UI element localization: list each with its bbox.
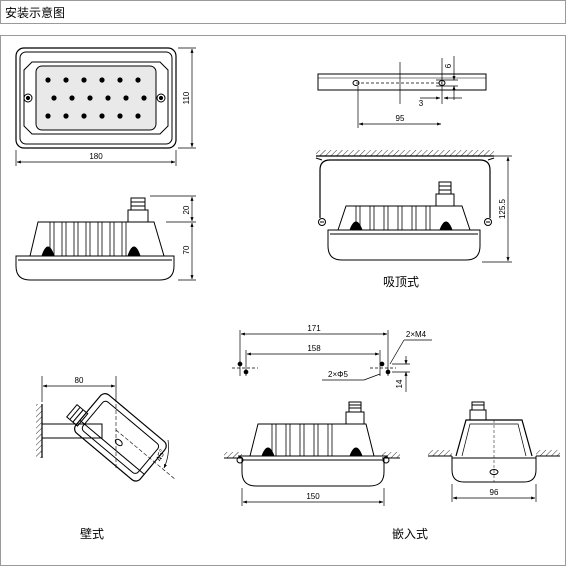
led-dot	[105, 95, 111, 101]
dim-outer-171: 171	[307, 324, 321, 333]
dim-lower-70: 70	[182, 245, 191, 254]
led-dot	[69, 95, 75, 101]
dim-spacing-95: 95	[396, 114, 405, 123]
led-dot	[81, 77, 87, 83]
dim-width-180: 180	[89, 152, 103, 161]
dim-height-110: 110	[182, 91, 191, 104]
dim-slot-6: 6	[444, 63, 453, 68]
screw-icon	[236, 456, 390, 464]
led-dot	[51, 95, 57, 101]
side-view-dims	[150, 195, 196, 281]
screw-icon	[156, 93, 166, 103]
led-dot	[117, 113, 123, 119]
mount-bracket-detail	[317, 73, 487, 91]
screw-icon	[484, 218, 492, 226]
dim-upper-20: 20	[182, 205, 191, 214]
cable-gland-icon	[435, 181, 455, 207]
cable-gland-icon	[469, 401, 487, 421]
embed-side-dims	[451, 484, 537, 502]
top-view-dims	[15, 47, 196, 166]
led-dot	[45, 113, 51, 119]
wall-dims	[41, 376, 117, 402]
label-screw-2xm4: 2×M4	[406, 330, 427, 339]
dim-side-96: 96	[490, 488, 499, 497]
header-bar: 安装示意图	[0, 0, 566, 24]
led-dot	[135, 77, 141, 83]
dim-angle-45: 45°	[154, 448, 167, 462]
embed-side-view	[428, 401, 560, 483]
led-dot	[99, 113, 105, 119]
ceiling-dims	[482, 155, 512, 263]
embed-front-dims	[241, 488, 385, 506]
led-dot	[117, 77, 123, 83]
led-dot	[141, 95, 147, 101]
screw-icon	[318, 218, 326, 226]
embed-front-view	[224, 401, 400, 487]
screw-icon	[23, 93, 33, 103]
cable-gland-icon	[66, 404, 89, 427]
dim-height-125-5: 125.5	[498, 198, 507, 219]
heat-sink-fins	[271, 424, 333, 456]
wall-mount-view	[36, 393, 177, 482]
dim-inner-158: 158	[307, 344, 321, 353]
heat-sink-fins	[49, 222, 127, 256]
dim-side-14: 14	[395, 379, 404, 388]
caption-ceiling-mount: 吸顶式	[383, 275, 419, 289]
led-dot	[123, 95, 129, 101]
ceiling-mount-view	[315, 150, 495, 261]
top-view-fixture	[15, 47, 177, 149]
side-view-fixture	[15, 197, 175, 281]
page-title: 安装示意图	[5, 6, 66, 20]
caption-embedded-mount: 嵌入式	[392, 527, 428, 541]
led-dot	[81, 113, 87, 119]
cable-gland-icon	[345, 401, 365, 425]
led-array	[45, 77, 147, 119]
dim-hole-3: 3	[419, 99, 424, 108]
heat-sink-fins	[355, 206, 431, 230]
led-dot	[99, 77, 105, 83]
led-dot	[63, 77, 69, 83]
dim-arm-80: 80	[75, 376, 84, 385]
led-dot	[63, 113, 69, 119]
mount-dims	[357, 56, 462, 128]
embed-hole-layout	[232, 330, 432, 392]
led-dot	[135, 113, 141, 119]
label-hole-2xphi5: 2×Φ5	[328, 370, 349, 379]
cable-gland-icon	[127, 197, 149, 223]
caption-wall-mount: 壁式	[80, 526, 104, 541]
dim-front-150: 150	[306, 492, 320, 501]
led-dot	[45, 77, 51, 83]
led-dot	[87, 95, 93, 101]
